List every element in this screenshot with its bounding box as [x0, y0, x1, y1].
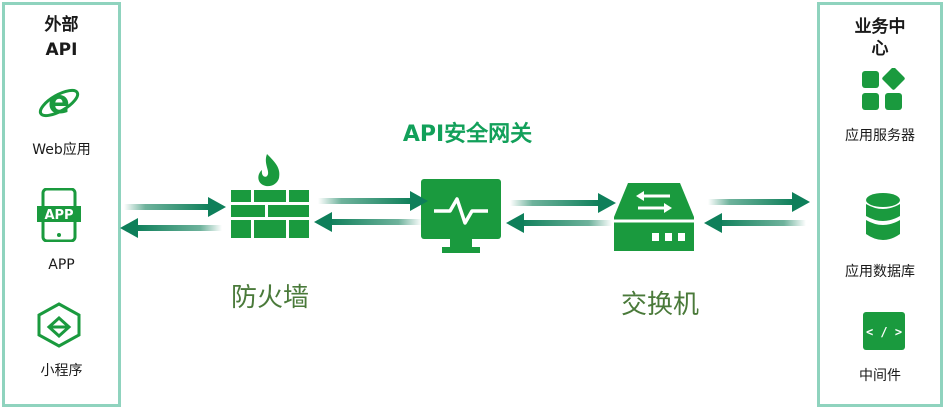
- svg-text:e: e: [48, 83, 70, 121]
- mini-program-icon[interactable]: [36, 302, 82, 348]
- switch-label: 交换机: [620, 290, 699, 320]
- firewall-label: 防火墙: [230, 283, 309, 313]
- gateway-title: API安全网关: [402, 122, 533, 147]
- app-server-label: 应用服务器: [845, 128, 915, 144]
- external-api-title-line2: API: [45, 40, 78, 60]
- arrow-to-firewall: [124, 197, 226, 217]
- external-api-title-line1: 外部: [44, 15, 79, 35]
- mini-program-label: 小程序: [40, 363, 83, 379]
- middleware-badge-text: < / >: [866, 325, 902, 339]
- business-center-title-line1: 业务中: [854, 17, 906, 37]
- business-center-panel: 业务中 心 应用服务器 应用数据库 < / > 中间件: [817, 2, 943, 407]
- arrow-from-firewall: [120, 218, 222, 238]
- app-server-icon[interactable]: [861, 68, 905, 112]
- middleware-label: 中间件: [859, 368, 901, 384]
- app-phone-icon[interactable]: APP: [36, 188, 82, 242]
- app-database-label: 应用数据库: [845, 264, 915, 280]
- firewall-icon[interactable]: [229, 152, 311, 240]
- browser-e-icon[interactable]: e: [37, 81, 81, 125]
- arrow-from-business-center: [704, 213, 806, 233]
- arrow-to-switch: [510, 193, 616, 213]
- external-api-panel: 外部 API e Web应用 APP APP 小程序: [2, 2, 121, 407]
- arrow-from-switch: [506, 213, 612, 233]
- middleware-code-icon[interactable]: < / >: [862, 311, 906, 351]
- web-app-label: Web应用: [32, 142, 91, 158]
- arrow-to-business-center: [708, 192, 810, 212]
- switch-icon[interactable]: [612, 181, 696, 253]
- database-icon[interactable]: [865, 192, 901, 244]
- app-label: APP: [48, 257, 75, 273]
- monitor-pulse-icon[interactable]: [420, 177, 502, 255]
- arrow-to-gateway: [318, 191, 428, 211]
- arrow-from-gateway: [314, 212, 422, 232]
- business-center-title-line2: 心: [871, 39, 889, 59]
- app-badge-text: APP: [44, 208, 73, 223]
